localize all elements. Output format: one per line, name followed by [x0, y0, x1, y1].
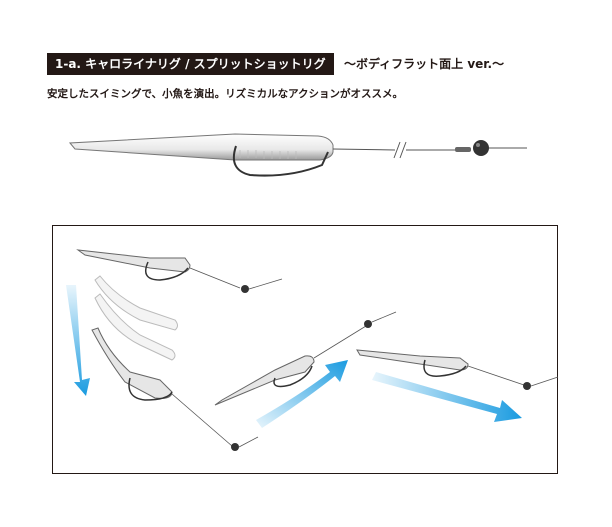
lure-body	[68, 133, 334, 161]
arrow-right	[372, 372, 522, 422]
lure-state-3	[214, 311, 397, 406]
break-mark-2	[399, 141, 407, 159]
arrow-up-right	[256, 360, 348, 428]
description: 安定したスイミングで、小魚を演出。リズミカルなアクションがオススメ。	[47, 88, 404, 100]
title-suffix: 〜ボディフラット面上 ver.〜	[344, 57, 505, 71]
title-badge: 1-a. キャロライナリグ / スプリットショットリグ	[47, 53, 334, 75]
break-mark-1	[393, 141, 401, 159]
lure-state-1	[76, 249, 283, 293]
lure-ghost-2	[94, 293, 176, 361]
hook	[232, 145, 329, 177]
lure-ghost-1	[94, 275, 178, 331]
rig-diagram	[68, 133, 527, 177]
swivel	[455, 147, 471, 152]
lure-ribs	[239, 150, 297, 159]
arrow-down	[66, 285, 90, 396]
lure-state-4	[356, 349, 559, 390]
lure-state-2	[91, 327, 259, 451]
fishing-line-left	[332, 148, 396, 151]
action-frame	[52, 225, 558, 474]
